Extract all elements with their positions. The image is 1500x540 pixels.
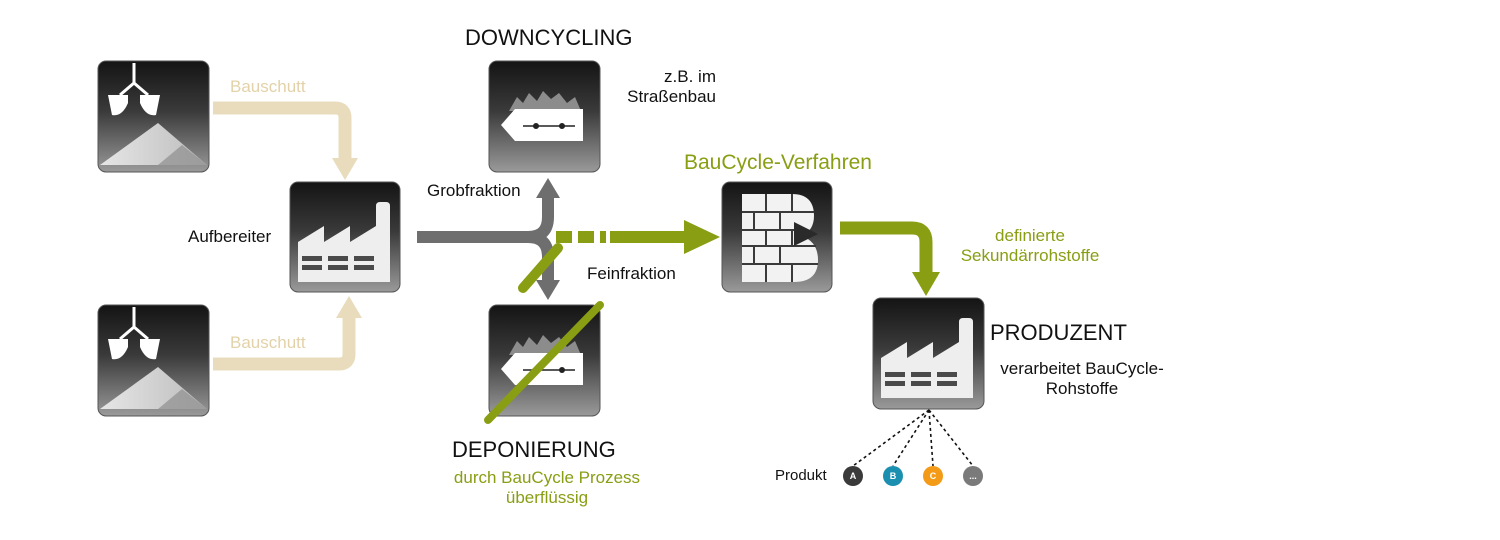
feinfraktion-label: Feinfraktion [587, 264, 676, 283]
product-dot-4 [963, 466, 983, 486]
excavator-tile-top [97, 60, 210, 173]
deponierung-note-line1: durch BauCycle Prozess [453, 468, 641, 487]
baucycle-b-logo-icon [742, 194, 818, 282]
green-dash-2 [578, 231, 594, 243]
factory-icon [298, 202, 390, 282]
produzent-description: verarbeitet BauCycle- Rohstoffe [982, 359, 1182, 400]
product-dot-label-4: ... [969, 471, 977, 481]
product-dots [843, 466, 983, 486]
excavator-tile-bottom [97, 304, 210, 417]
aufbereiter-gray-flow [417, 196, 554, 243]
aufbereiter-label: Aufbereiter [188, 227, 272, 246]
downcycling-example-line2: Straßenbau [627, 87, 716, 107]
connector-product-a [852, 409, 930, 467]
connector-product-c [928, 409, 934, 467]
produzent-tile [872, 297, 985, 410]
downcycling-title: DOWNCYCLING [465, 25, 633, 50]
product-dot-1 [843, 466, 863, 486]
bauschutt-bottom-arrowhead [336, 296, 362, 318]
aufbereiter-tile [289, 181, 401, 293]
produkt-label: Produkt [775, 467, 827, 484]
sekundaer-flow [840, 221, 933, 272]
bauschutt-top-label: Bauschutt [230, 77, 306, 96]
feinfraktion-arrowhead [536, 280, 560, 300]
downcycling-example-line1: z.B. im [664, 67, 716, 86]
produzent-title: PRODUZENT [990, 320, 1127, 345]
deponierung-note-line2: überflüssig [505, 488, 589, 508]
downcycling-tile [488, 60, 601, 173]
grobfraktion-arrowhead [536, 178, 560, 198]
bauschutt-flows [213, 101, 362, 371]
bauschutt-bottom-label: Bauschutt [230, 333, 306, 352]
grobfraktion-label: Grobfraktion [427, 181, 521, 200]
sekundaer-line2: Sekundärrohstoffe [960, 246, 1100, 266]
connector-product-more [928, 409, 974, 467]
product-dot-label-2: B [889, 471, 897, 481]
product-dot-label-3: C [929, 471, 937, 481]
deponierung-note: durch BauCycle Prozess überflüssig [417, 468, 677, 509]
dumpster-icon [501, 91, 583, 141]
deponierung-title: DEPONIERUNG [452, 437, 616, 462]
bauschutt-top-flow [213, 101, 352, 158]
feinfraktion-cross-line [518, 243, 563, 293]
bauschutt-top-arrowhead [332, 158, 358, 180]
product-dot-3 [923, 466, 943, 486]
baucycle-tile [721, 181, 833, 293]
baucycle-flows [518, 220, 940, 296]
deponierung-cross-line [484, 301, 604, 424]
produzent-desc-line2: Rohstoffe [1045, 379, 1119, 399]
connector-product-b [892, 409, 930, 467]
sekundaer-line1: definierte [995, 226, 1065, 245]
factory-icon [881, 318, 973, 398]
sekundaer-arrowhead [912, 272, 940, 296]
green-dash-1 [556, 231, 572, 243]
baucycle-verfahren-title: BauCycle-Verfahren [684, 151, 872, 174]
product-dot-label-1: A [849, 471, 857, 481]
produzent-desc-line1: verarbeitet BauCycle- [1000, 359, 1164, 378]
product-dot-2 [883, 466, 903, 486]
green-main-arrowhead [684, 220, 720, 254]
product-connectors [852, 409, 974, 467]
green-dash-3 [600, 231, 606, 243]
green-main-flow [610, 231, 686, 243]
excavator-pile-icon [108, 63, 160, 116]
sekundaerrohstoffe-label: definierte Sekundärrohstoffe [930, 226, 1130, 267]
downcycling-example: z.B. im Straßenbau [620, 67, 716, 108]
bauschutt-bottom-flow [213, 318, 356, 371]
excavator-pile-icon [108, 307, 160, 360]
